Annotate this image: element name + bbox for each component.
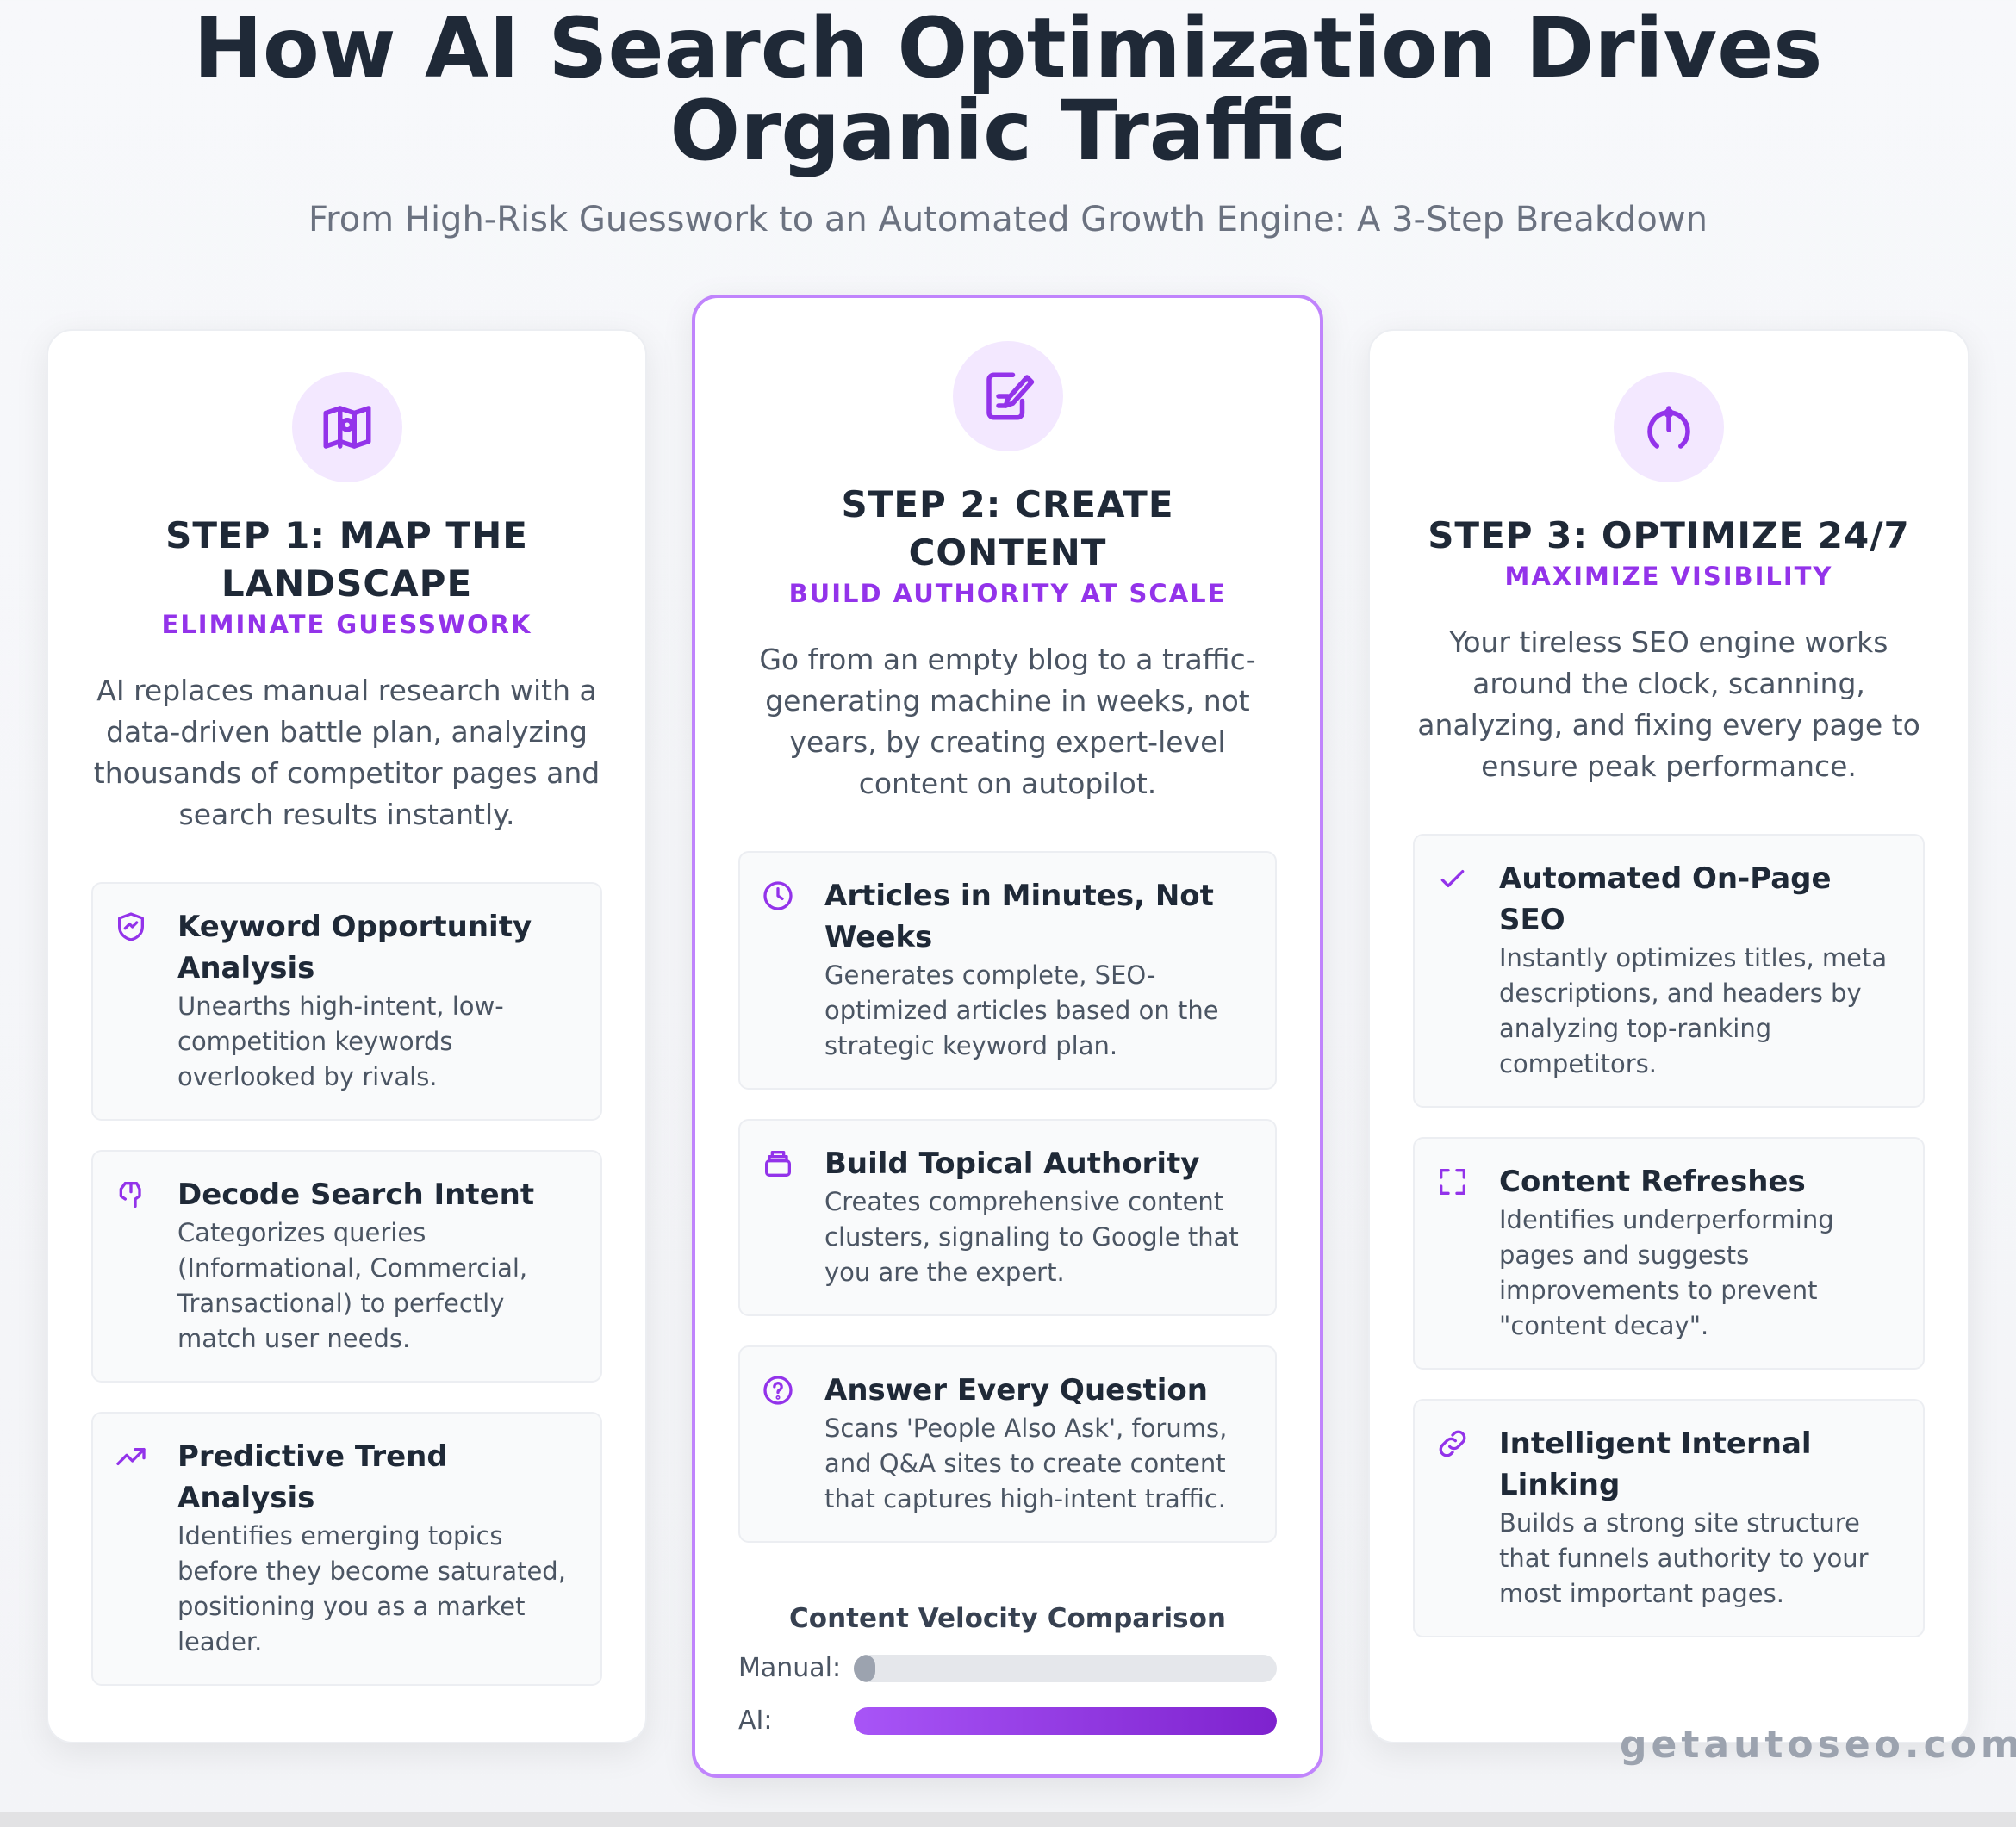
gauge-icon [1614, 372, 1724, 482]
feature-title: Content Refreshes [1499, 1165, 1806, 1199]
layers-icon [761, 1143, 804, 1290]
step-card-1: STEP 1: MAP THE LANDSCAPE ELIMINATE GUES… [47, 329, 647, 1743]
feature-title: Decode Search Intent [177, 1178, 535, 1212]
feature-title: Answer Every Question [824, 1373, 1208, 1408]
step-title: STEP 1: MAP THE LANDSCAPE [165, 514, 528, 605]
feature-title: Predictive Trend Analysis [177, 1439, 448, 1515]
feature-text: Identifies underperforming pages and sug… [1499, 1205, 1834, 1340]
step-title: STEP 2: CREATE CONTENT [841, 483, 1174, 574]
feature-text: Categorizes queries (Informational, Comm… [177, 1218, 528, 1353]
feature-item: Articles in Minutes, Not Weeks Generates… [738, 851, 1277, 1090]
feature-item: Predictive Trend Analysis Identifies eme… [91, 1412, 602, 1686]
step-description: Your tireless SEO engine works around th… [1417, 625, 1920, 783]
velocity-track [854, 1654, 1277, 1682]
bottom-band [0, 1812, 2016, 1827]
feature-item: Answer Every Question Scans 'People Also… [738, 1345, 1277, 1543]
feature-item: Automated On-Page SEO Instantly optimize… [1413, 834, 1925, 1108]
feature-text: Scans 'People Also Ask', forums, and Q&A… [824, 1414, 1228, 1513]
step-card-3: STEP 3: OPTIMIZE 24/7 MAXIMIZE VISIBILIT… [1368, 329, 1969, 1743]
refresh-frame-icon [1435, 1161, 1478, 1344]
feature-text: Unearths high-intent, low-competition ke… [177, 991, 504, 1091]
step-title: STEP 3: OPTIMIZE 24/7 [1428, 514, 1910, 556]
feature-title: Keyword Opportunity Analysis [177, 910, 532, 985]
step-card-2: STEP 2: CREATE CONTENT BUILD AUTHORITY A… [692, 295, 1323, 1778]
shield-icon [114, 906, 157, 1095]
feature-title: Build Topical Authority [824, 1147, 1200, 1181]
page-subtitle: From High-Risk Guesswork to an Automated… [308, 200, 1708, 239]
check-icon [1435, 858, 1478, 1082]
feature-title: Articles in Minutes, Not Weeks [824, 879, 1214, 954]
feature-item: Keyword Opportunity Analysis Unearths hi… [91, 882, 602, 1121]
feature-item: Content Refreshes Identifies underperfor… [1413, 1137, 1925, 1370]
step-description: Go from an empty blog to a traffic-gener… [759, 643, 1256, 800]
velocity-label: AI: [738, 1706, 773, 1736]
map-icon [291, 372, 402, 482]
velocity-fill [854, 1654, 875, 1682]
edit-document-icon [952, 341, 1063, 451]
link-icon [1435, 1423, 1478, 1612]
feature-text: Creates comprehensive content clusters, … [824, 1187, 1239, 1287]
feature-title: Intelligent Internal Linking [1499, 1426, 1812, 1502]
feature-item: Decode Search Intent Categorizes queries… [91, 1150, 602, 1383]
feature-item: Intelligent Internal Linking Builds a st… [1413, 1399, 1925, 1637]
step-subtitle: BUILD AUTHORITY AT SCALE [788, 579, 1227, 608]
velocity-row: AI: [738, 1706, 1277, 1736]
feature-title: Automated On-Page SEO [1499, 861, 1832, 937]
velocity-row: Manual: [738, 1653, 1277, 1683]
feature-text: Generates complete, SEO-optimized articl… [824, 960, 1219, 1060]
velocity-fill [854, 1706, 1277, 1735]
step-subtitle: MAXIMIZE VISIBILITY [1504, 562, 1833, 591]
feature-text: Instantly optimizes titles, meta descrip… [1499, 943, 1888, 1078]
trend-up-icon [114, 1436, 157, 1660]
question-icon [761, 1370, 804, 1517]
velocity-track [854, 1706, 1277, 1735]
step-subtitle: ELIMINATE GUESSWORK [161, 610, 532, 639]
feature-item: Build Topical Authority Creates comprehe… [738, 1119, 1277, 1316]
step-description: AI replaces manual research with a data-… [93, 674, 600, 831]
brain-icon [114, 1174, 157, 1357]
feature-text: Builds a strong site structure that funn… [1499, 1508, 1869, 1608]
clock-icon [761, 875, 804, 1064]
feature-text: Identifies emerging topics before they b… [177, 1521, 566, 1656]
velocity-title: Content Velocity Comparison [789, 1603, 1226, 1634]
watermark: getautoseo.com [1620, 1723, 2016, 1767]
velocity-label: Manual: [738, 1653, 842, 1683]
